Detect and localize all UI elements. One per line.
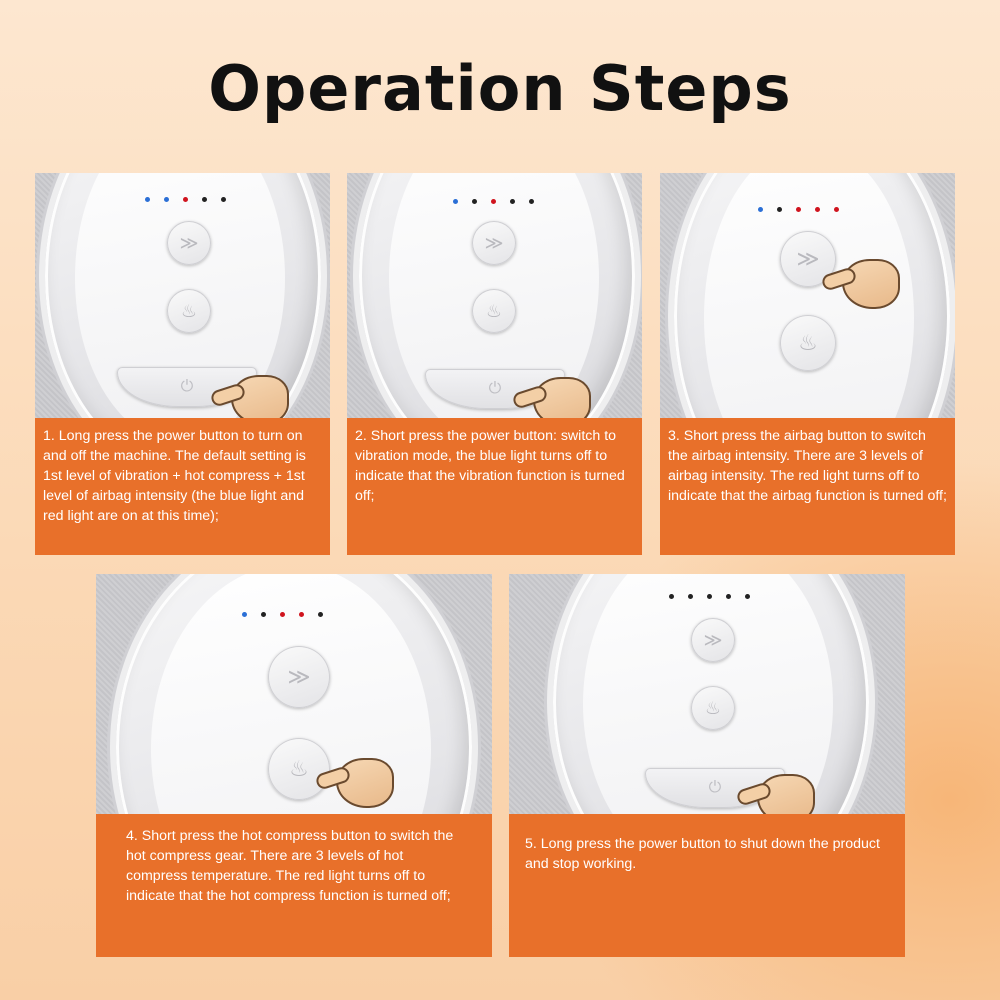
pointing-hand-icon <box>842 259 900 309</box>
device-photo-4: ≫ ♨ <box>96 574 492 814</box>
indicator-lights <box>669 594 750 599</box>
airbag-icon: ≫ <box>287 664 311 689</box>
step-card-5: ≫ ♨ ⏻ 5. Long press the power button to … <box>509 574 905 957</box>
heat-button: ♨ <box>268 738 330 800</box>
step-card-4: ≫ ♨ 4. Short press the hot compress butt… <box>96 574 492 957</box>
power-icon: ⏻ <box>708 779 722 796</box>
airbag-button: ≫ <box>691 618 735 662</box>
step-caption-5: 5. Long press the power button to shut d… <box>509 814 905 957</box>
airbag-button: ≫ <box>472 221 516 265</box>
heat-button: ♨ <box>472 289 516 333</box>
device-photo-2: ≫ ♨ ⏻ <box>347 173 642 418</box>
pointing-hand-icon <box>533 377 591 418</box>
step-card-3: ≫ ♨ 3. Short press the airbag button to … <box>660 173 955 555</box>
step-caption-1: 1. Long press the power button to turn o… <box>35 418 330 555</box>
heat-button: ♨ <box>691 686 735 730</box>
airbag-icon: ≫ <box>484 232 504 253</box>
device-photo-1: ≫ ♨ ⏻ <box>35 173 330 418</box>
heat-button: ♨ <box>780 315 836 371</box>
heat-icon: ♨ <box>180 300 198 321</box>
airbag-icon: ≫ <box>796 246 820 271</box>
pointing-hand-icon <box>231 375 289 418</box>
heat-icon: ♨ <box>798 330 818 355</box>
heat-button: ♨ <box>167 289 211 333</box>
heat-icon: ♨ <box>485 300 503 321</box>
device-photo-5: ≫ ♨ ⏻ <box>509 574 905 814</box>
indicator-lights <box>758 207 839 212</box>
page-title: Operation Steps <box>208 52 792 125</box>
pointing-hand-icon <box>757 774 815 814</box>
pointing-hand-icon <box>336 758 394 808</box>
airbag-icon: ≫ <box>179 232 199 253</box>
step-card-2: ≫ ♨ ⏻ 2. Short press the power button: s… <box>347 173 642 555</box>
indicator-lights <box>145 197 226 202</box>
indicator-lights <box>453 199 534 204</box>
step-caption-4: 4. Short press the hot compress button t… <box>96 814 492 957</box>
airbag-button: ≫ <box>268 646 330 708</box>
power-icon: ⏻ <box>488 380 502 397</box>
power-icon: ⏻ <box>180 378 194 395</box>
device-photo-3: ≫ ♨ <box>660 173 955 418</box>
airbag-button: ≫ <box>167 221 211 265</box>
indicator-lights <box>242 612 323 617</box>
heat-icon: ♨ <box>704 697 722 718</box>
step-card-1: ≫ ♨ ⏻ 1. Long press the power button to … <box>35 173 330 555</box>
step-caption-3: 3. Short press the airbag button to swit… <box>660 418 955 555</box>
step-caption-2: 2. Short press the power button: switch … <box>347 418 642 555</box>
heat-icon: ♨ <box>289 756 309 781</box>
airbag-icon: ≫ <box>703 629 723 650</box>
